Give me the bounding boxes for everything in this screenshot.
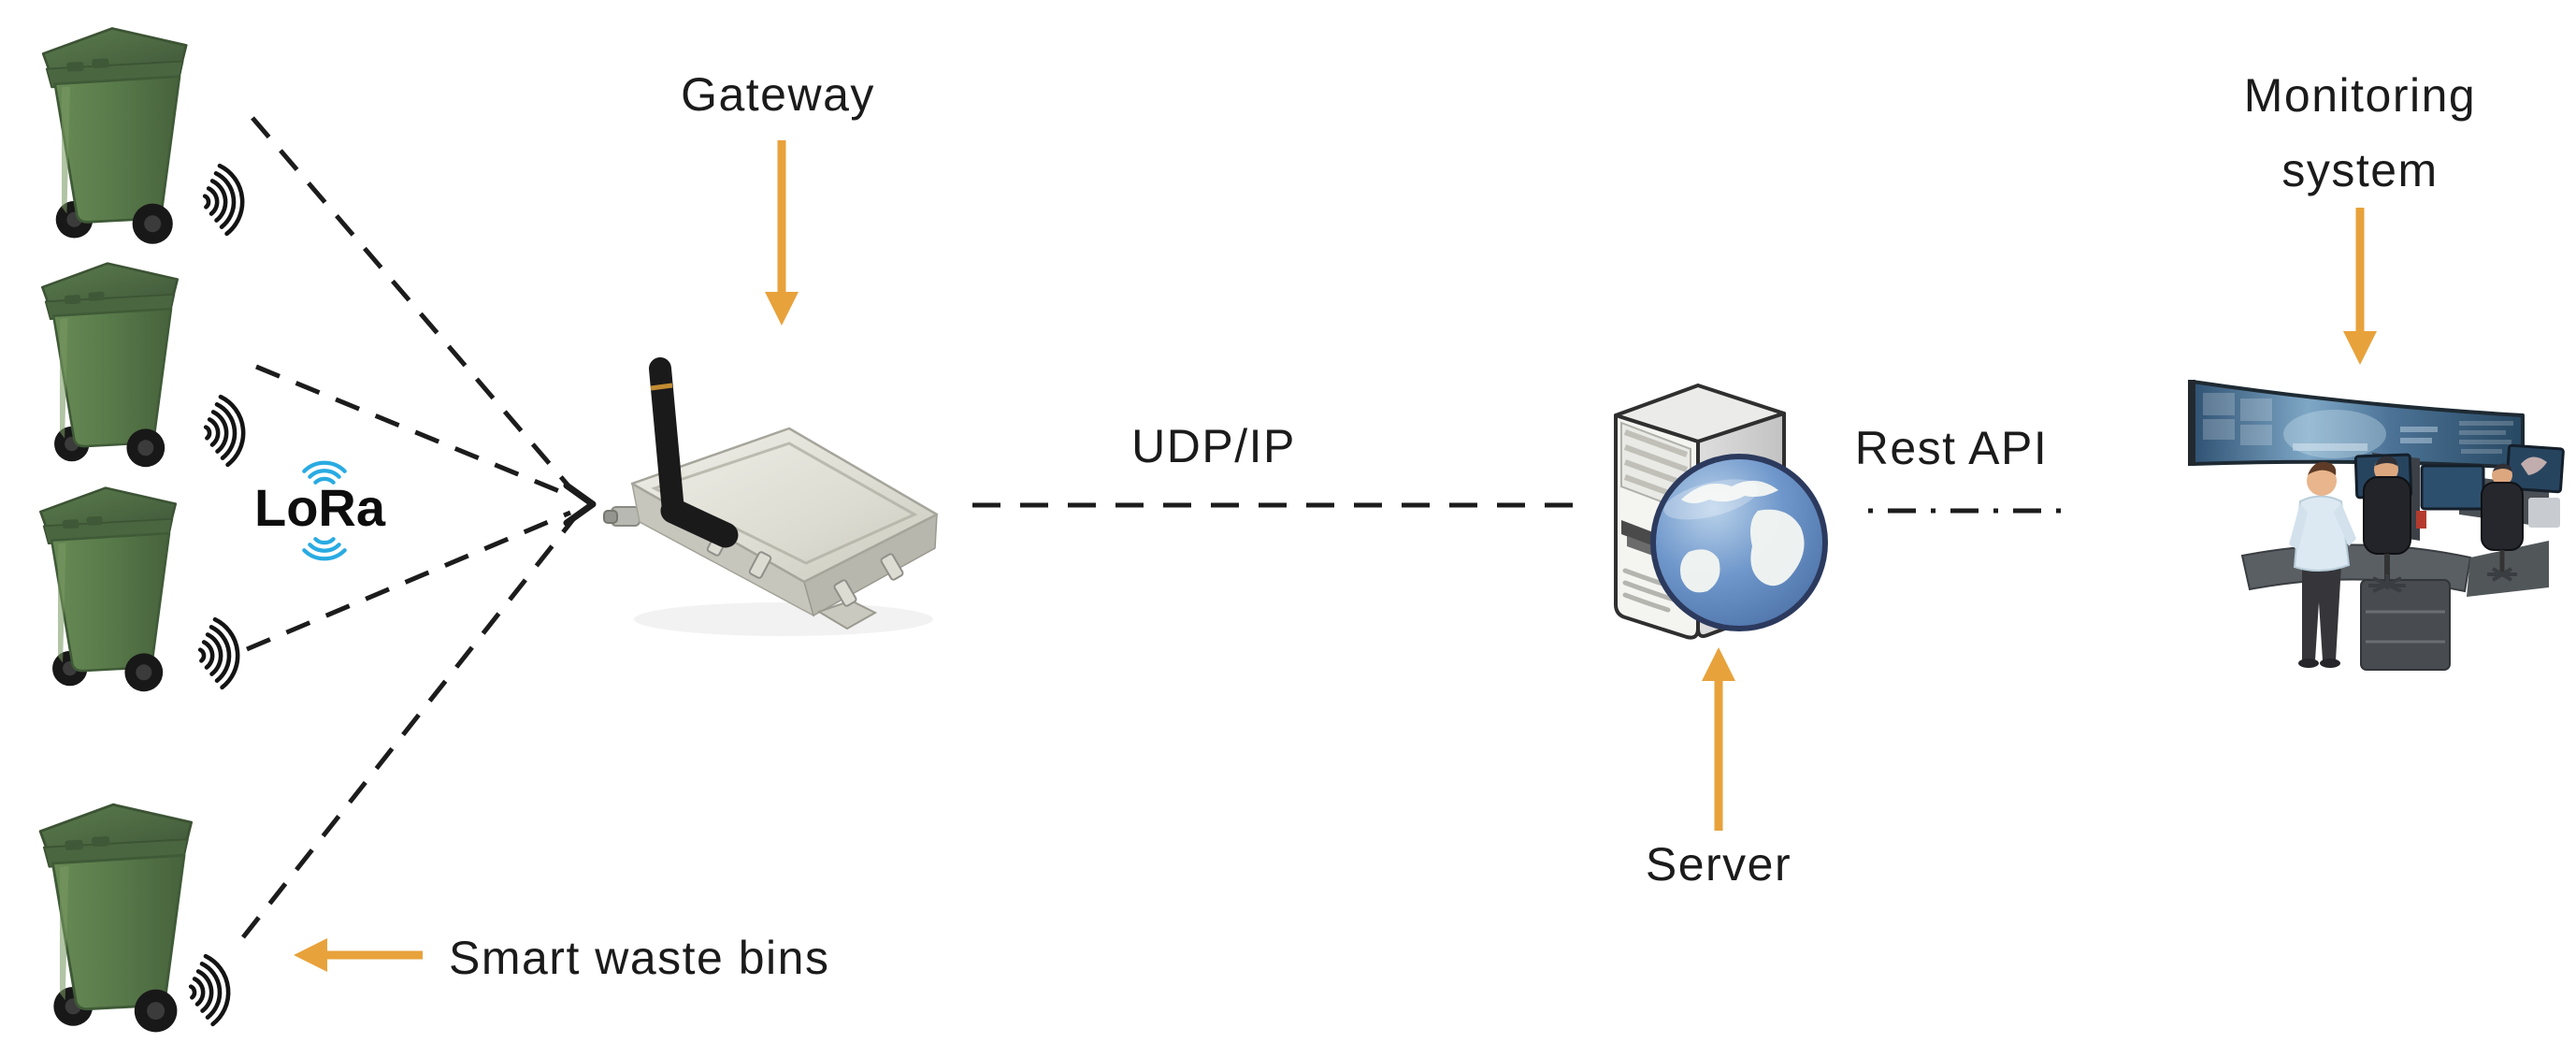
- lora-link-line-3: [246, 510, 571, 652]
- red-mug: [2416, 511, 2426, 529]
- waste-bin-icon: [38, 803, 194, 1034]
- radio-signal-icon: [197, 617, 241, 689]
- globe-icon: [1650, 454, 1828, 631]
- server-tower-icon: [1614, 384, 1828, 640]
- monitoring-system-label: Monitoring system: [2244, 58, 2476, 208]
- server-label: Server: [1645, 838, 1792, 891]
- waste-bin-icon: [41, 262, 180, 469]
- gateway-arrow: [765, 140, 799, 326]
- antenna-icon: [649, 357, 684, 522]
- gateway-device-icon: [603, 357, 939, 636]
- smart-bins-arrow-head: [294, 938, 327, 972]
- lora-link-line-4: [241, 516, 576, 939]
- lora-waves-top-icon: [302, 460, 347, 485]
- lora-text: LoRa: [254, 478, 385, 537]
- lora-waves-bottom-icon: [302, 537, 347, 561]
- seated-person: [2363, 456, 2411, 593]
- smart-waste-bins-label: Smart waste bins: [449, 932, 830, 984]
- radio-signal-icon: [203, 395, 247, 467]
- smart-bins-arrow: [294, 938, 423, 972]
- gateway-label: Gateway: [681, 68, 875, 121]
- radio-signal-icon: [188, 954, 232, 1026]
- seated-person: [2481, 463, 2524, 582]
- lora-link-line-1: [251, 116, 574, 492]
- standing-person: [2289, 461, 2356, 668]
- monitoring-system-label-line2: system: [2281, 144, 2439, 196]
- lora-link-line-2: [255, 364, 571, 499]
- lora-links: [241, 116, 597, 939]
- monitoring-arrow: [2343, 208, 2377, 365]
- convergence-arrow-icon: [563, 482, 597, 527]
- waste-bin-icon: [39, 486, 178, 693]
- server-arrow-head: [1702, 647, 1735, 681]
- lora-logo: LoRa: [254, 460, 432, 563]
- gateway-arrow-head: [765, 292, 799, 326]
- monitoring-system-label-line1: Monitoring: [2243, 69, 2477, 122]
- udp-ip-label: UDP/IP: [1131, 420, 1296, 472]
- rest-api-label: Rest API: [1854, 422, 2049, 474]
- server-arrow: [1702, 647, 1735, 831]
- monitoring-arrow-head: [2343, 331, 2377, 365]
- control-room-icon: [2188, 380, 2565, 671]
- radio-signal-icon: [202, 164, 246, 236]
- waste-bin-icon: [41, 27, 188, 246]
